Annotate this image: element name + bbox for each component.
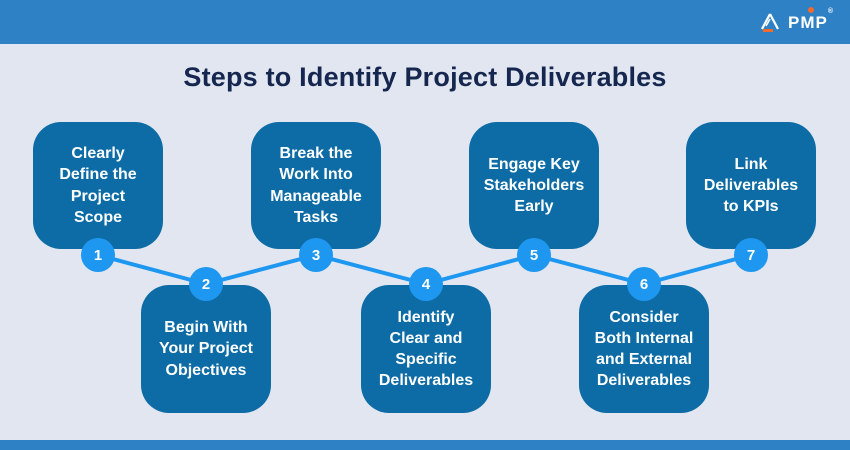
step-label: Consider Both Internal and External Deli… (594, 308, 694, 390)
step-label: Clearly Define the Project Scope (59, 145, 137, 226)
mountain-triangle-icon (758, 12, 782, 33)
step-number-badge: 5 (517, 238, 551, 272)
step-label: Begin With Your Project Objectives (159, 319, 253, 379)
step-box-7: Link Deliverables to KPIs (686, 122, 816, 249)
step-box-2: Begin With Your Project Objectives (141, 285, 271, 413)
step-number-badge: 6 (627, 267, 661, 301)
step-box-1: Clearly Define the Project Scope (33, 122, 163, 249)
brand-logo: PMP® (758, 6, 834, 33)
registered-mark: ® (827, 7, 834, 15)
step-number-badge: 1 (81, 238, 115, 272)
step-box-5: Engage Key Stakeholders Early (469, 122, 599, 249)
step-number-badge: 7 (734, 238, 768, 272)
header-bar: PMP® (0, 0, 850, 44)
footer-bar (0, 440, 850, 450)
logo-text: PMP® (787, 6, 834, 32)
step-box-3: Break the Work Into Manageable Tasks (251, 122, 381, 249)
step-box-6: Consider Both Internal and External Deli… (579, 285, 709, 413)
logo-dot (807, 6, 814, 13)
step-number-badge: 4 (409, 267, 443, 301)
step-label: Identify Clear and Specific Deliverables (378, 308, 474, 390)
step-label: Break the Work Into Manageable Tasks (270, 145, 362, 226)
step-label: Engage Key Stakeholders Early (483, 155, 585, 216)
step-label: Link Deliverables to KPIs (703, 155, 799, 216)
step-number-badge: 2 (189, 267, 223, 301)
step-number-badge: 3 (299, 238, 333, 272)
page-title: Steps to Identify Project Deliverables (183, 62, 667, 92)
step-box-4: Identify Clear and Specific Deliverables (361, 285, 491, 413)
